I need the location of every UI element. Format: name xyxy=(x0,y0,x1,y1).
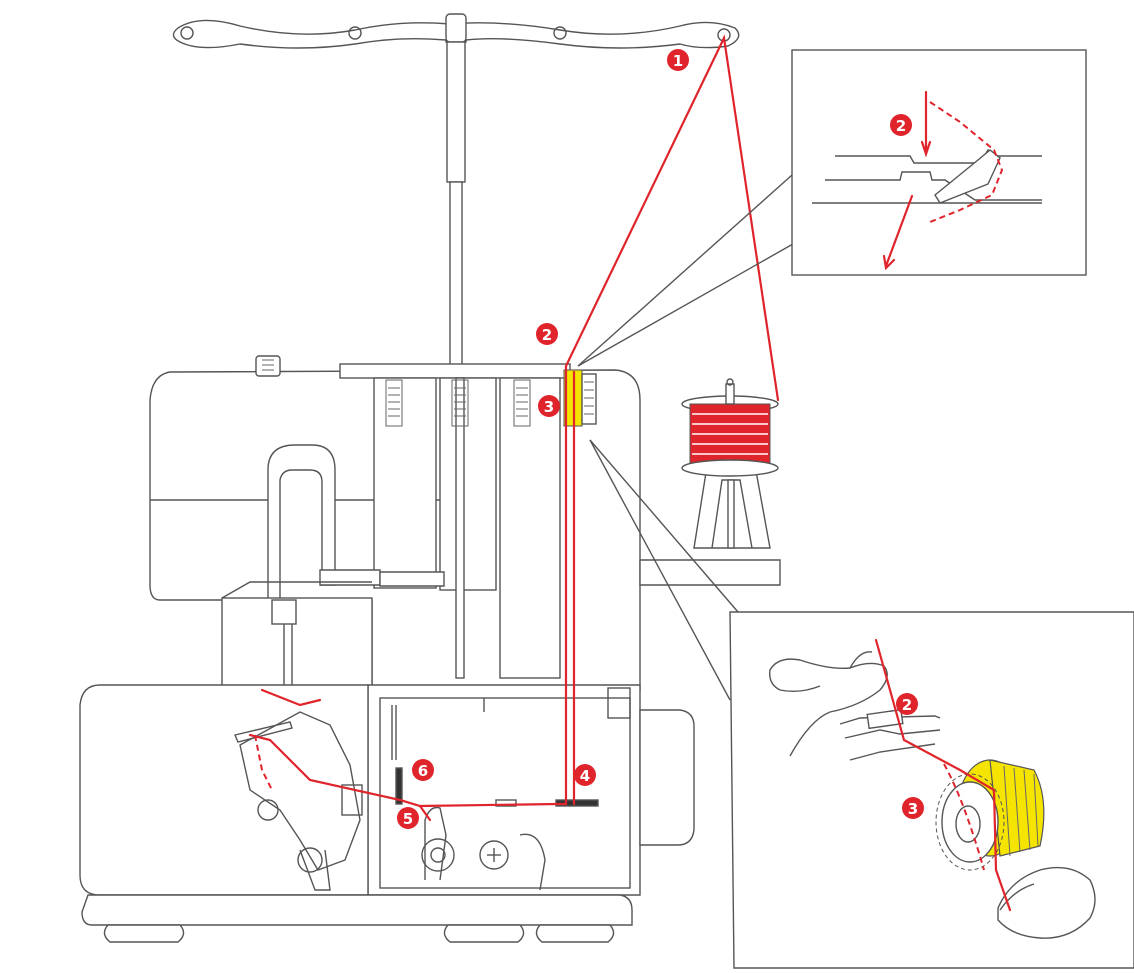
svg-text:1: 1 xyxy=(673,52,683,70)
inset-bottom-step-badge-3: 3 xyxy=(902,797,924,819)
step-badge-3: 3 xyxy=(538,395,560,417)
inset-tension-dial xyxy=(729,611,1134,969)
overlocker-body xyxy=(149,355,641,691)
svg-text:3: 3 xyxy=(908,800,918,818)
zoom-callout-lines xyxy=(577,174,801,701)
svg-text:5: 5 xyxy=(403,810,413,828)
step-badge-4: 4 xyxy=(574,764,596,786)
step-badge-5: 5 xyxy=(397,807,419,829)
svg-text:2: 2 xyxy=(542,326,552,344)
hand-icon xyxy=(769,651,888,757)
inset-bottom-step-badge-2: 2 xyxy=(896,693,918,715)
svg-text:3: 3 xyxy=(544,398,554,416)
thread-stand-pole xyxy=(446,41,466,373)
tension-dial-icon xyxy=(563,369,597,427)
svg-text:2: 2 xyxy=(896,117,906,135)
step-badge-6: 6 xyxy=(412,759,434,781)
looper-cover xyxy=(367,684,641,896)
svg-text:6: 6 xyxy=(418,762,428,780)
machine-base xyxy=(81,894,633,943)
free-arm xyxy=(79,684,369,896)
step-badge-1: 1 xyxy=(667,49,689,71)
inset-thread-guide xyxy=(791,49,1087,276)
step-badge-2: 2 xyxy=(536,323,558,345)
svg-text:2: 2 xyxy=(902,696,912,714)
side-panel xyxy=(639,709,695,846)
thread-path xyxy=(248,34,780,822)
inset-top-step-badge-2: 2 xyxy=(890,114,912,136)
thread-spool-icon xyxy=(639,378,781,586)
svg-text:4: 4 xyxy=(580,767,590,785)
